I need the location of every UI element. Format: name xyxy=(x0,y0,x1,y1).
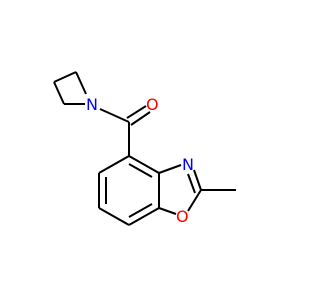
oxazole-ring xyxy=(158,164,236,215)
bond-n-c2-1 xyxy=(193,169,202,191)
benzene-ring xyxy=(98,155,160,226)
amide-group xyxy=(99,105,151,156)
bond-c3a-n xyxy=(158,164,182,174)
atom-o-oxazole: O xyxy=(176,207,189,226)
atom-o-carbonyl: O xyxy=(146,95,159,114)
atom-n-oxazole: N xyxy=(182,155,194,174)
bond-c4-c5 xyxy=(98,155,130,174)
bond-o-c7a xyxy=(158,207,177,215)
bond-n-c1 xyxy=(75,71,87,95)
bond-n-c2-2 xyxy=(187,173,196,194)
bond-c3a-c4 xyxy=(128,155,160,174)
bond-carbonyl-double-2 xyxy=(130,111,151,126)
bond-c2-c3 xyxy=(53,81,65,105)
bond-n-carbonyl-c xyxy=(99,108,130,123)
azetidine-ring xyxy=(53,71,87,105)
bond-carbonyl-double-1 xyxy=(126,105,147,119)
bond-c7-c7a xyxy=(128,207,160,226)
atom-n-azetidine: N xyxy=(86,95,98,114)
bond-c6-c7 xyxy=(98,207,130,226)
bond-c2-o xyxy=(187,189,202,212)
bond-inner-c7-c7a xyxy=(128,203,153,218)
bond-c1-c2 xyxy=(53,71,77,83)
molecule-drawing: N O N O xyxy=(53,71,236,226)
bond-inner-c4-c3a xyxy=(128,163,153,178)
structure-canvas: N O N O xyxy=(53,71,236,226)
